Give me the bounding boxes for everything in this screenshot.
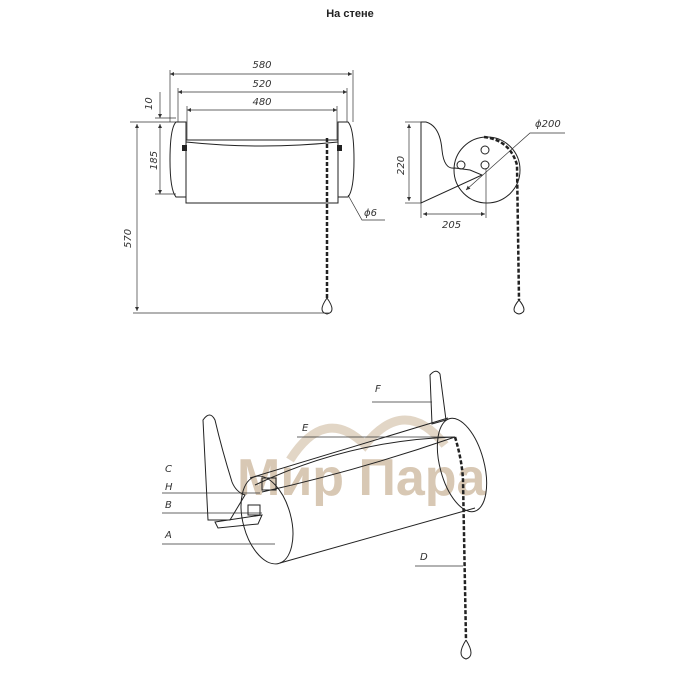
drum (185, 139, 339, 204)
perspective-chain (453, 436, 468, 641)
dim-chain-diameter: ϕ6 (364, 208, 377, 219)
back-bracket (429, 370, 447, 425)
dim-580: 580 (252, 60, 271, 71)
page-title: На стене (326, 8, 374, 20)
right-bracket (337, 121, 355, 198)
label-e: E (302, 423, 309, 434)
side-bracket (420, 121, 484, 204)
side-chain (483, 135, 521, 301)
label-b: B (165, 500, 172, 511)
dim-570: 570 (123, 229, 134, 248)
label-h: H (165, 482, 173, 493)
dim-520: 520 (252, 79, 271, 90)
side-view: 220 205 ϕ200 (396, 119, 565, 315)
label-a: A (164, 530, 172, 541)
drum-end-right (436, 417, 488, 513)
label-c: C (165, 464, 172, 475)
dim-205: 205 (442, 220, 461, 231)
watermark-logo: Мир Пара (237, 415, 487, 507)
dim-220: 220 (396, 156, 407, 175)
dim-185: 185 (149, 151, 160, 170)
dim-200: ϕ200 (535, 119, 561, 130)
label-f: F (375, 384, 381, 395)
front-view: 580 520 480 10 185 570 ϕ6 (123, 60, 385, 315)
chain-handle (321, 297, 333, 315)
perspective-view: F E C H B A D (162, 370, 488, 660)
dim-10: 10 (144, 97, 155, 110)
dim-480: 480 (252, 97, 271, 108)
watermark-text: Мир Пара (237, 449, 487, 507)
label-d: D (420, 552, 428, 563)
left-bracket (169, 121, 187, 198)
wall-bracket (202, 414, 246, 521)
